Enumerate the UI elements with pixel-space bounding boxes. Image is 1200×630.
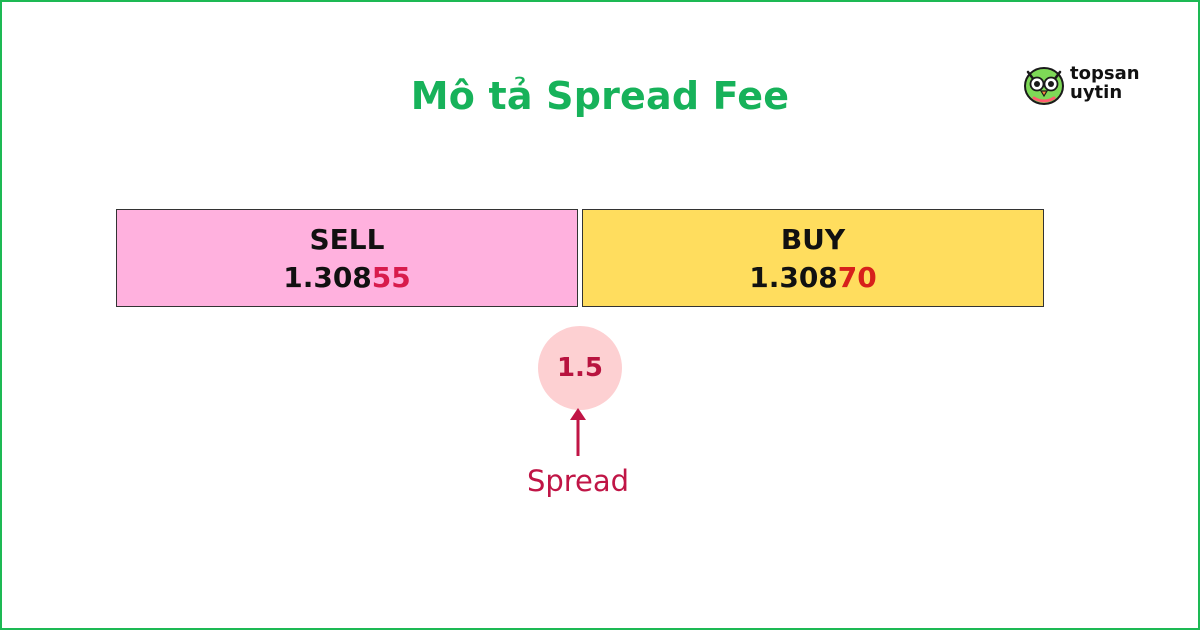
page-title: Mô tả Spread Fee (410, 74, 790, 118)
sell-price-base: 1.308 (283, 261, 372, 294)
owl-mascot-icon (1024, 67, 1064, 105)
logo-wordmark: topsan uytin (1070, 64, 1140, 102)
brand-logo: topsan uytin (1022, 62, 1152, 112)
buy-price: 1.30870 (583, 262, 1043, 294)
buy-box: BUY 1.30870 (582, 209, 1044, 307)
buy-label: BUY (780, 223, 846, 256)
sell-price-highlight: 55 (371, 261, 411, 294)
logo-line-2: uytin (1070, 82, 1123, 103)
logo-line-1: topsan (1070, 63, 1140, 84)
sell-price: 1.30855 (117, 262, 577, 294)
buy-price-base: 1.308 (749, 261, 838, 294)
up-arrow-icon (570, 408, 586, 456)
sell-label: SELL (309, 223, 385, 256)
buy-price-highlight: 70 (837, 261, 877, 294)
spread-label: Spread (526, 464, 630, 498)
sell-box: SELL 1.30855 (116, 209, 578, 307)
spread-value-badge: 1.5 (538, 326, 622, 410)
